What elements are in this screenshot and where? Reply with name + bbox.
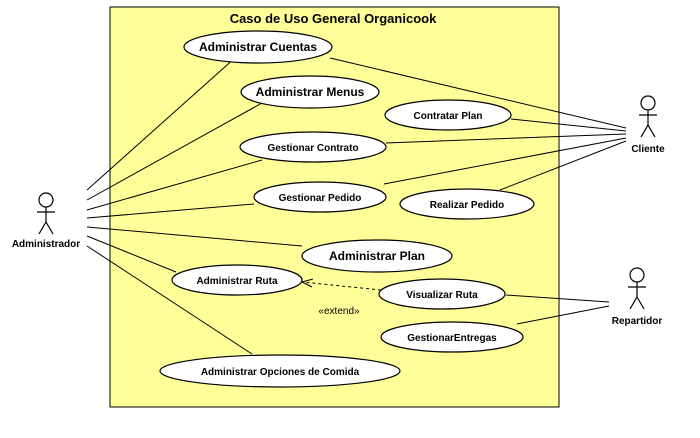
svg-text:Gestionar Pedido: Gestionar Pedido [279, 193, 362, 204]
diagram-title: Caso de Uso General Organicook [230, 11, 437, 26]
svg-text:Visualizar Ruta: Visualizar Ruta [406, 290, 478, 301]
svg-text:GestionarEntregas: GestionarEntregas [407, 333, 497, 344]
use-case-visualizar-ruta: Visualizar Ruta [378, 278, 506, 310]
svg-text:Administrar Cuentas: Administrar Cuentas [199, 40, 317, 54]
use-case-realizar-pedido: Realizar Pedido [399, 188, 535, 220]
svg-text:Administrar Ruta: Administrar Ruta [196, 276, 278, 287]
administrador-associations [86, 56, 303, 355]
actor-label: Cliente [631, 144, 665, 155]
use-case-gestionar-pedido: Gestionar Pedido [253, 181, 387, 213]
repartidor-associations [505, 294, 610, 325]
svg-text:Realizar Pedido: Realizar Pedido [430, 200, 504, 211]
cliente-associations [329, 57, 627, 191]
stick-figure-icon [628, 267, 646, 310]
actor-label: Administrador [12, 239, 80, 250]
stick-figure-icon [37, 192, 55, 235]
actor-cliente: Cliente [631, 95, 665, 155]
actor-administrador: Administrador [12, 192, 80, 250]
svg-text:Gestionar Contrato: Gestionar Contrato [267, 143, 358, 154]
use-case-administrar-opciones-comida: Administrar Opciones de Comida [159, 354, 401, 388]
use-case-administrar-ruta: Administrar Ruta [171, 264, 303, 296]
use-case-administrar-menus: Administrar Menus [240, 75, 380, 109]
actor-label: Repartidor [612, 316, 663, 327]
svg-text:Administrar Plan: Administrar Plan [329, 249, 425, 263]
use-case-contratar-plan: Contratar Plan [384, 99, 512, 131]
stick-figure-icon [639, 95, 657, 138]
svg-text:Administrar Opciones de Comida: Administrar Opciones de Comida [201, 367, 360, 378]
extend-label: «extend» [318, 306, 360, 317]
use-case-gestionar-entregas: GestionarEntregas [380, 321, 524, 353]
use-case-gestionar-contrato: Gestionar Contrato [239, 131, 387, 163]
use-case-administrar-plan: Administrar Plan [301, 239, 453, 273]
use-case-administrar-cuentas: Administrar Cuentas [183, 30, 333, 64]
svg-text:Contratar Plan: Contratar Plan [414, 111, 483, 122]
actor-repartidor: Repartidor [612, 267, 663, 327]
svg-text:Administrar Menus: Administrar Menus [256, 85, 365, 99]
